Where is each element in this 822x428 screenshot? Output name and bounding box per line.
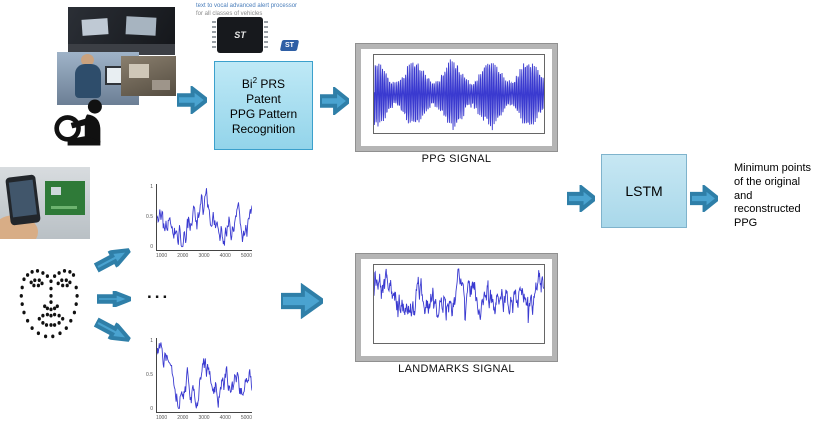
- driver-silhouette-svg: [54, 99, 102, 146]
- tick-label: 0.5: [146, 372, 153, 378]
- equipment-shape: [129, 64, 149, 78]
- tick-label: 2000: [177, 415, 189, 421]
- tick-label: 1: [150, 338, 153, 344]
- equipment-shape: [152, 80, 170, 90]
- st-logo-on-chip: ST: [234, 30, 246, 40]
- process-box-line3: PPG Pattern: [229, 106, 298, 121]
- face-landmarks-scatter: [6, 248, 96, 352]
- landmark-signal-top: [157, 184, 252, 250]
- arrow-landmarks-to-plot-top: [92, 242, 134, 276]
- tick-label: 0: [150, 244, 153, 250]
- process-box-bi2prs: Bi2 PRS Patent PPG Pattern Recognition: [214, 61, 313, 150]
- right-arrow-icon: [320, 87, 349, 115]
- face-landmarks-svg: [19, 269, 79, 339]
- output-text: Minimum points of the original and recon…: [734, 162, 812, 229]
- right-arrow-icon: [92, 314, 134, 348]
- arrow-collage-to-process: [177, 86, 207, 114]
- monitor-shape: [81, 18, 109, 36]
- arrow-plots-to-landmarks-signal: [281, 283, 323, 319]
- process-box-line1: Bi2 PRS: [215, 76, 312, 91]
- tick-label: 1: [150, 184, 153, 190]
- chip-caption: text to vocal advanced alert processor f…: [196, 3, 326, 18]
- tick-label: 1000: [156, 415, 168, 421]
- tick-label: 3000: [198, 253, 210, 259]
- chip-pins: [264, 21, 268, 49]
- board-trace-shape: [51, 206, 77, 209]
- tick-label: 0: [150, 406, 153, 412]
- process-title-sup: 2: [252, 75, 258, 85]
- right-arrow-icon: [690, 185, 718, 212]
- arrow-landmarks-to-plot-bottom: [92, 314, 134, 348]
- arrow-to-lstm: [567, 185, 595, 212]
- lstm-box: LSTM: [601, 154, 687, 228]
- tick-label: 5000: [240, 415, 252, 421]
- x-axis-ticks: 1000 2000 3000 4000 5000: [156, 415, 252, 424]
- ellipsis-dots: ...: [147, 283, 171, 302]
- photo-lab-workstation: [68, 7, 175, 55]
- landmarks-plot-area: [373, 264, 545, 344]
- plot-area: [156, 338, 252, 413]
- st-logo-text: ST: [285, 42, 294, 49]
- right-arrow-icon: [177, 86, 207, 114]
- process-box-line2: Patent: [246, 91, 281, 106]
- tick-label: 3000: [198, 415, 210, 421]
- right-arrow-icon: [97, 291, 131, 307]
- tick-label: 0.5: [146, 214, 153, 220]
- landmarks-caption: LANDMARKS SIGNAL: [398, 363, 515, 375]
- monitor-shape: [125, 16, 157, 36]
- st-chip-image: ST: [212, 17, 268, 53]
- ppg-plot-area: [373, 54, 545, 134]
- board-chip-shape: [51, 187, 61, 195]
- lstm-label: LSTM: [625, 183, 663, 199]
- tick-label: 4000: [219, 253, 231, 259]
- right-arrow-icon: [567, 185, 595, 212]
- x-axis-ticks: 1000 2000 3000 4000 5000: [156, 253, 252, 262]
- person-body-shape: [75, 64, 101, 98]
- right-arrow-icon: [281, 283, 323, 319]
- ppg-figure: [355, 43, 558, 152]
- landmarks-waveform: [374, 265, 544, 343]
- phone-screen-shape: [8, 179, 37, 218]
- tick-label: 5000: [240, 253, 252, 259]
- ppg-caption: PPG SIGNAL: [421, 153, 492, 165]
- circuit-board-shape: [45, 181, 85, 215]
- process-box-line4: Recognition: [231, 121, 296, 136]
- tick-label: 4000: [219, 415, 231, 421]
- arrow-lstm-to-output: [690, 185, 718, 212]
- tick-label: 1000: [156, 253, 168, 259]
- chip-pins: [212, 21, 216, 49]
- arrow-landmarks-to-dots: [97, 291, 131, 307]
- landmarks-figure: [355, 253, 558, 362]
- arrow-process-to-ppg: [320, 87, 349, 115]
- plot-area: [156, 184, 252, 251]
- process-title-base: Bi: [241, 76, 253, 91]
- driver-silhouette-icon: [52, 97, 130, 152]
- chip-caption-line2: for all classes of vehicles: [196, 10, 263, 17]
- ppg-waveform: [374, 55, 544, 133]
- right-arrow-icon: [92, 242, 134, 276]
- person-head-shape: [81, 54, 94, 66]
- st-logo-icon: ST: [279, 40, 300, 51]
- photo-phone-and-board: [0, 167, 90, 239]
- landmark-signal-bottom: [157, 338, 252, 412]
- chip-caption-line1: text to vocal advanced alert processor: [196, 3, 298, 9]
- desk-shape: [68, 44, 175, 55]
- tick-label: 2000: [177, 253, 189, 259]
- phone-shape: [5, 174, 41, 226]
- photo-equipment: [121, 56, 176, 96]
- process-title-rest: PRS: [257, 76, 286, 91]
